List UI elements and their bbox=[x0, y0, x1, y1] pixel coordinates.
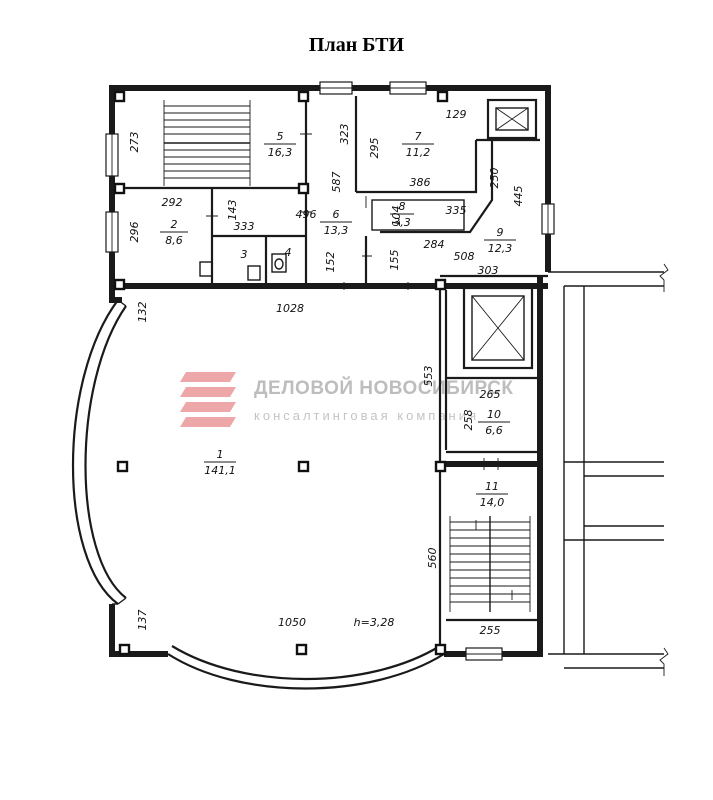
dimension-labels: 129 273 323 295 587 386 250 445 292 143 … bbox=[128, 108, 525, 637]
svg-text:8,6: 8,6 bbox=[165, 234, 183, 247]
svg-text:14,0: 14,0 bbox=[480, 496, 505, 509]
dim-129: 129 bbox=[446, 108, 467, 121]
page-title: План БТИ bbox=[308, 34, 405, 56]
room-4-label: 4 bbox=[285, 246, 292, 259]
dim-335: 335 bbox=[446, 204, 467, 217]
dim-292: 292 bbox=[162, 196, 183, 209]
room-7-label: 7 11,2 bbox=[402, 130, 434, 159]
dim-265: 265 bbox=[480, 388, 501, 401]
svg-text:13,3: 13,3 bbox=[324, 224, 349, 237]
dim-284: 284 bbox=[424, 238, 445, 251]
wc-fixtures bbox=[199, 253, 287, 281]
ceiling-height: h=3,28 bbox=[354, 616, 395, 629]
dim-255: 255 bbox=[480, 624, 501, 637]
dim-496: 496 bbox=[296, 208, 317, 221]
watermark-logo bbox=[180, 372, 236, 427]
stairs-top bbox=[163, 100, 251, 186]
door-marks bbox=[206, 133, 513, 600]
columns bbox=[113, 90, 449, 656]
dim-386: 386 bbox=[410, 176, 431, 189]
room-9-label: 9 12,3 bbox=[484, 226, 516, 255]
room-labels: 1 141,1 2 8,6 3 4 5 16,3 6 13,3 7 11,2 8 bbox=[160, 130, 516, 509]
svg-text:141,1: 141,1 bbox=[204, 464, 236, 477]
dim-155: 155 bbox=[388, 250, 401, 271]
watermark: ДЕЛОВОЙ НОВОСИБИРСК консалтинговая компа… bbox=[180, 372, 514, 427]
dim-273: 273 bbox=[128, 132, 141, 153]
svg-text:16,3: 16,3 bbox=[268, 146, 293, 159]
svg-text:7: 7 bbox=[415, 130, 422, 143]
dim-152: 152 bbox=[324, 252, 337, 273]
dim-587: 587 bbox=[330, 172, 343, 193]
dim-295: 295 bbox=[368, 138, 381, 159]
svg-text:12,3: 12,3 bbox=[488, 242, 513, 255]
room-11-label: 11 14,0 bbox=[476, 480, 508, 509]
dim-296: 296 bbox=[128, 222, 141, 243]
svg-text:10: 10 bbox=[487, 408, 501, 421]
windows bbox=[105, 81, 555, 661]
room-2-label: 2 8,6 bbox=[160, 218, 188, 247]
dim-258: 258 bbox=[462, 410, 475, 431]
svg-text:2: 2 bbox=[171, 218, 178, 231]
room-6-label: 6 13,3 bbox=[320, 208, 352, 237]
svg-text:6,6: 6,6 bbox=[485, 424, 503, 437]
adjacent-building bbox=[548, 263, 669, 676]
dim-323: 323 bbox=[338, 124, 351, 145]
dim-333: 333 bbox=[234, 220, 255, 233]
room-8-label: 8 3,3 bbox=[390, 200, 414, 229]
dim-132: 132 bbox=[136, 302, 149, 323]
svg-text:8: 8 bbox=[399, 200, 406, 213]
dim-303: 303 bbox=[478, 264, 499, 277]
dim-560: 560 bbox=[426, 548, 439, 569]
room-10-label: 10 6,6 bbox=[478, 408, 510, 437]
dim-137: 137 bbox=[136, 610, 149, 631]
dim-1050: 1050 bbox=[278, 616, 306, 629]
svg-text:6: 6 bbox=[333, 208, 340, 221]
svg-text:9: 9 bbox=[497, 226, 504, 239]
dim-508: 508 bbox=[454, 250, 475, 263]
watermark-subtitle: консалтинговая компания bbox=[254, 408, 479, 423]
watermark-company: ДЕЛОВОЙ НОВОСИБИРСК bbox=[254, 377, 514, 399]
svg-text:3,3: 3,3 bbox=[393, 216, 411, 229]
dim-250: 250 bbox=[488, 168, 501, 189]
room-1-label: 1 141,1 bbox=[204, 448, 236, 477]
dim-445: 445 bbox=[512, 186, 525, 207]
stairs-bottom bbox=[449, 516, 531, 612]
svg-text:1: 1 bbox=[217, 448, 224, 461]
dim-143: 143 bbox=[226, 200, 239, 221]
svg-text:11,2: 11,2 bbox=[406, 146, 431, 159]
svg-text:5: 5 bbox=[277, 130, 284, 143]
dim-104: 104 bbox=[390, 206, 403, 227]
dim-553: 553 bbox=[422, 366, 435, 387]
svg-text:11: 11 bbox=[485, 480, 499, 493]
dim-1028: 1028 bbox=[276, 302, 304, 315]
room-3-label: 3 bbox=[241, 248, 248, 261]
room-5-label: 5 16,3 bbox=[264, 130, 296, 159]
